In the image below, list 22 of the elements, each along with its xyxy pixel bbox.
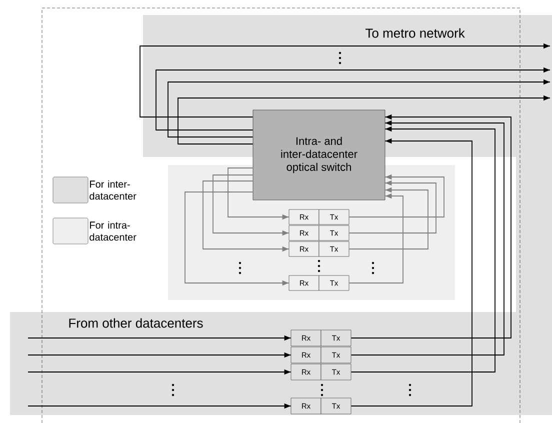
arrow xyxy=(28,369,292,375)
arrow xyxy=(28,335,292,341)
arrow xyxy=(202,180,290,252)
arrow xyxy=(168,79,550,138)
arrow xyxy=(28,403,292,409)
region-label: From other datacenters xyxy=(69,318,203,328)
arrow xyxy=(350,138,472,406)
arrow xyxy=(28,352,292,358)
arrow xyxy=(178,95,550,144)
arrow xyxy=(348,187,428,250)
switch-box: Intra- and inter-datacenter optical switch xyxy=(252,110,386,200)
arrow xyxy=(140,43,550,118)
arrow xyxy=(348,193,404,284)
arrow xyxy=(348,174,444,218)
arrow xyxy=(228,168,290,220)
arrow xyxy=(212,174,290,236)
arrow xyxy=(156,67,550,130)
arrow xyxy=(184,192,290,286)
arrow xyxy=(348,180,436,234)
legend-label: For inter-datacenter xyxy=(90,180,136,200)
legend-label: For intra-datacenter xyxy=(90,221,136,241)
region-label: To metro network xyxy=(366,28,465,38)
